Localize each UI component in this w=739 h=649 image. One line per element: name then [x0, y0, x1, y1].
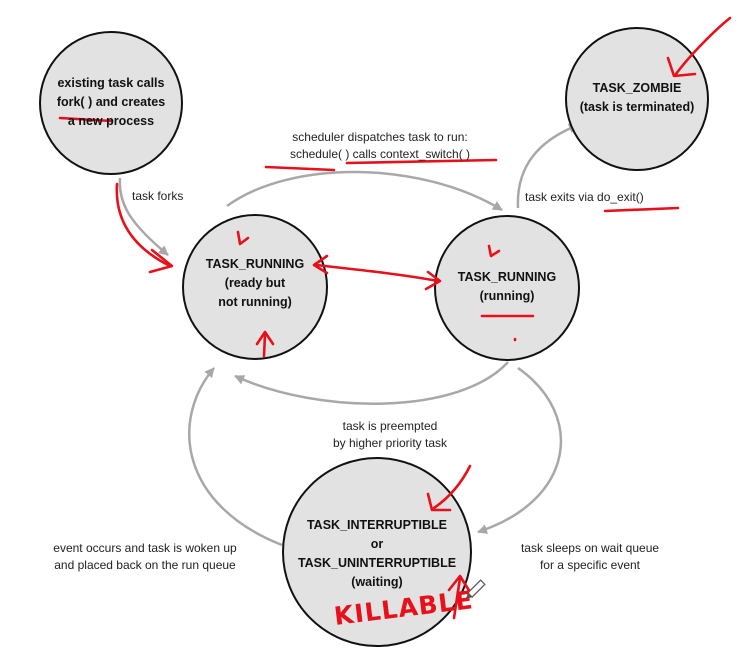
handwritten-annotations: [58, 16, 732, 620]
edge-dispatch-line-2: schedule( ) calls context_switch( ): [289, 147, 471, 161]
node-zombie-circle: [565, 27, 709, 171]
edge-sleep-arrow: [477, 366, 563, 534]
edge-exit-arrow: [516, 123, 579, 209]
ink-zombie-arrowhead: [666, 56, 697, 78]
node-ready-circle: [182, 214, 328, 360]
edge-wake-line-1: event occurs and task is woken up: [53, 541, 237, 555]
node-zombie-line-2: (task is terminated): [579, 100, 695, 114]
node-fork-label: existing task calls fork( ) and creates …: [41, 74, 181, 131]
node-running-circle: [434, 215, 580, 361]
node-waiting-line-1: TASK_INTERRUPTIBLE: [306, 518, 448, 532]
node-waiting-line-2: or: [370, 537, 384, 551]
node-waiting-line-4: (waiting): [351, 575, 403, 589]
edge-preempt-label: task is preempted by higher priority tas…: [300, 418, 480, 452]
ink-underline-fork: [58, 116, 114, 123]
ink-double-arrow-shaft: [314, 263, 440, 283]
node-waiting-label: TASK_INTERRUPTIBLE or TASK_UNINTERRUPTIB…: [287, 516, 467, 592]
node-waiting-line-3: TASK_UNINTERRUPTIBLE: [297, 556, 457, 570]
node-ready-line-1: TASK_RUNNING: [205, 257, 305, 271]
node-fork-line-2: fork( ) and creates: [56, 95, 166, 109]
ink-waiting-arrow: [432, 464, 472, 510]
ink-tick-ready: [236, 230, 250, 246]
ink-killable-arrowhead: [447, 574, 472, 594]
ink-up-arrow-ready-head: [255, 330, 275, 346]
ink-underline-context-switch: [345, 158, 498, 165]
ink-underline-do-exit: [603, 206, 680, 213]
ink-zombie-arrow: [674, 16, 732, 76]
node-running-line-1: TASK_RUNNING: [457, 270, 557, 284]
edge-wake-line-2: and placed back on the run queue: [54, 558, 236, 572]
ink-up-arrow-ready: [262, 332, 267, 358]
edge-dispatch-line-1: scheduler dispatches task to run:: [292, 130, 468, 144]
edge-preempt-line-1: task is preempted: [342, 419, 438, 433]
ink-double-arrow-left-head: [312, 254, 329, 275]
ink-fork-to-ready-arrow: [115, 182, 172, 268]
node-ready-line-3: not running): [218, 295, 292, 309]
edge-sleep-line-1: task sleeps on wait queue: [520, 541, 660, 555]
edge-dispatch-label: scheduler dispatches task to run: schedu…: [250, 129, 510, 163]
edge-preempt-line-2: by higher priority task: [332, 436, 448, 450]
edge-forks-label: task forks: [132, 188, 183, 205]
edge-wake-label: event occurs and task is woken up and pl…: [10, 540, 280, 574]
node-waiting-circle: [282, 457, 472, 647]
node-zombie-label: TASK_ZOMBIE (task is terminated): [567, 79, 707, 117]
node-ready-label: TASK_RUNNING (ready but not running): [185, 255, 325, 312]
node-zombie-line-1: TASK_ZOMBIE: [592, 81, 682, 95]
edge-preempt-arrow: [234, 361, 509, 405]
node-running-label: TASK_RUNNING (running): [437, 268, 577, 306]
ink-tick-running: [487, 244, 501, 258]
ink-fork-to-ready-arrowhead: [148, 248, 174, 274]
edge-sleep-label: task sleeps on wait queue for a specific…: [490, 540, 690, 574]
pencil-cursor-icon: [465, 579, 486, 600]
ink-killable-arrow: [452, 576, 462, 620]
edge-sleep-line-2: for a specific event: [539, 558, 641, 572]
edge-exit-text: task exits via do_exit(): [525, 190, 644, 204]
node-fork-circle: [39, 31, 183, 175]
edge-exit-label: task exits via do_exit(): [525, 189, 644, 206]
node-fork-line-3: a new process: [67, 114, 155, 128]
edge-dispatch-arrow: [226, 170, 503, 212]
edge-forks-text: task forks: [132, 189, 184, 203]
ink-waiting-arrowhead: [426, 492, 452, 512]
edge-wake-arrow: [188, 367, 283, 547]
node-ready-line-2: (ready but: [224, 276, 286, 290]
ink-underline-schedule: [264, 165, 336, 172]
edge-fork-to-ready-arrow: [118, 177, 169, 256]
node-running-line-2: (running): [479, 289, 535, 303]
ink-double-arrow-right-head: [424, 270, 442, 291]
node-fork-line-1: existing task calls: [57, 76, 165, 90]
